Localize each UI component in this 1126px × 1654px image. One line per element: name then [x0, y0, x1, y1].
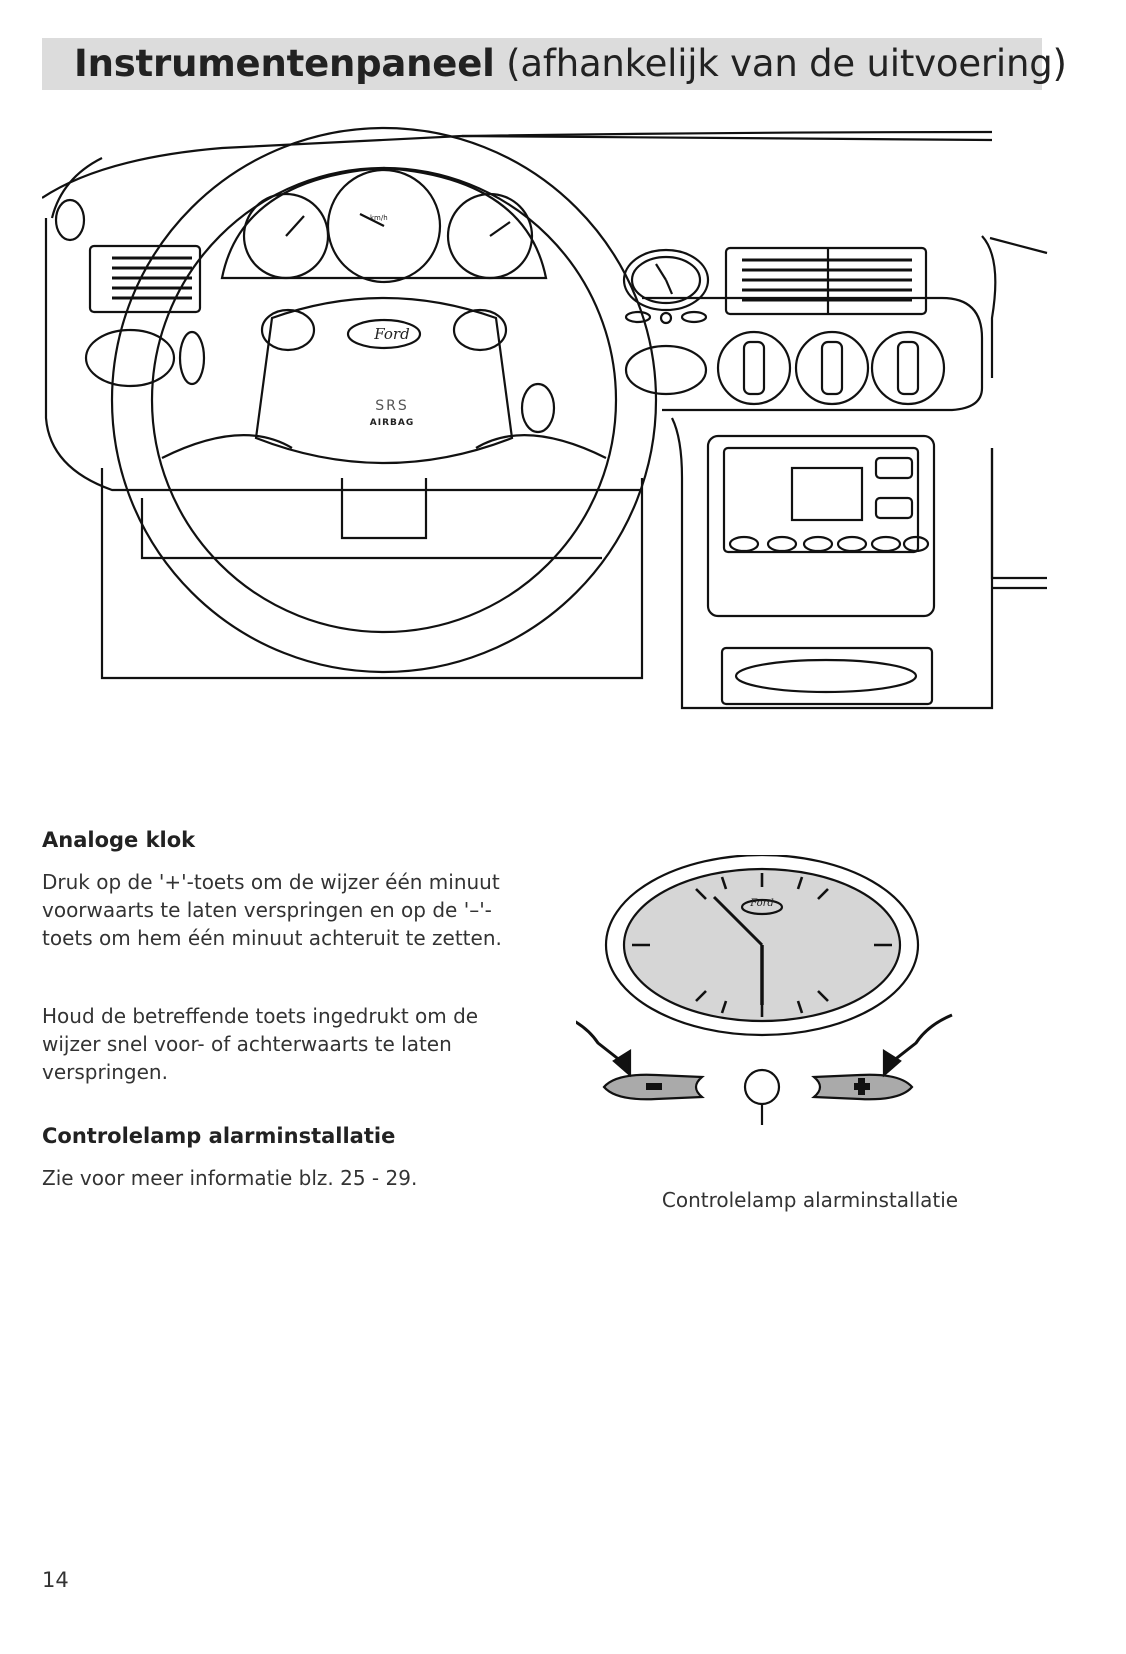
clock-p2-line3: verspringen. — [42, 1060, 168, 1084]
clock-p1-line1: Druk op de '+'-toets om de wijzer één mi… — [42, 870, 500, 894]
clock-logo: Ford — [750, 898, 774, 909]
steering-hub — [254, 296, 514, 465]
clock-p1-line2: voorwaarts te laten verspringen en op de… — [42, 898, 492, 922]
srs-label: SRS — [375, 398, 409, 414]
alarm-indicator-lamp — [743, 1068, 781, 1106]
clock-heading: Analoge klok — [42, 828, 196, 852]
plus-arrow-icon — [887, 1013, 953, 1067]
temperature-dial — [716, 330, 792, 406]
light-switch — [84, 328, 176, 388]
wheel-logo: Ford — [374, 325, 410, 343]
steering-wheel — [110, 126, 658, 674]
alarm-heading: Controlelamp alarminstallatie — [42, 1124, 396, 1148]
clock-p1-line3: toets om hem één minuut achteruit te zet… — [42, 926, 502, 950]
radio-unit — [706, 434, 936, 618]
page-number: 14 — [42, 1568, 69, 1592]
radio-display — [790, 466, 864, 522]
right-air-vent — [724, 246, 928, 316]
clock-p2-line1: Houd de betreffende toets ingedrukt om d… — [42, 1004, 479, 1028]
page-title: Instrumentenpaneel (afhankelijk van de u… — [74, 40, 1067, 88]
dashboard-outline — [42, 134, 993, 199]
fan-dial — [794, 330, 870, 406]
minus-arrow-icon — [576, 1020, 627, 1067]
rear-defrost-button — [624, 344, 708, 396]
air-direction-dial — [870, 330, 946, 406]
dashboard-illustration — [42, 126, 1048, 710]
instrument-cluster — [220, 166, 548, 280]
title-bar: Instrumentenpaneel (afhankelijk van de u… — [42, 38, 1067, 90]
ford-logo-wheel — [346, 318, 422, 350]
clock-illustration — [576, 855, 953, 1125]
clock-paragraph-1: Druk op de '+'-toets om de wijzer één mi… — [42, 868, 542, 952]
hazard-button — [178, 330, 206, 386]
clock-caption: Controlelamp alarminstallatie — [661, 1188, 959, 1212]
speedo-unit: km/h — [370, 214, 388, 222]
left-air-vent — [88, 244, 202, 314]
radio-preset-buttons — [728, 535, 930, 553]
side-vent-icon — [54, 198, 86, 242]
clock-hour-hand — [712, 895, 764, 947]
page-title-bold: Instrumentenpaneel — [74, 42, 495, 85]
alarm-text: Zie voor meer informatie blz. 25 - 29. — [42, 1166, 418, 1190]
clock-p2-line2: wijzer snel voor- of achterwaarts te lat… — [42, 1032, 452, 1056]
clock-logo-badge — [740, 898, 784, 916]
ignition-switch — [520, 382, 556, 434]
clock-paragraph-2: Houd de betreffende toets ingedrukt om d… — [42, 1002, 542, 1086]
airbag-label: AIRBAG — [369, 418, 415, 428]
page-title-rest: (afhankelijk van de uitvoering) — [506, 42, 1067, 85]
clock-bezel — [604, 855, 920, 1037]
dashboard-clock — [622, 248, 710, 312]
